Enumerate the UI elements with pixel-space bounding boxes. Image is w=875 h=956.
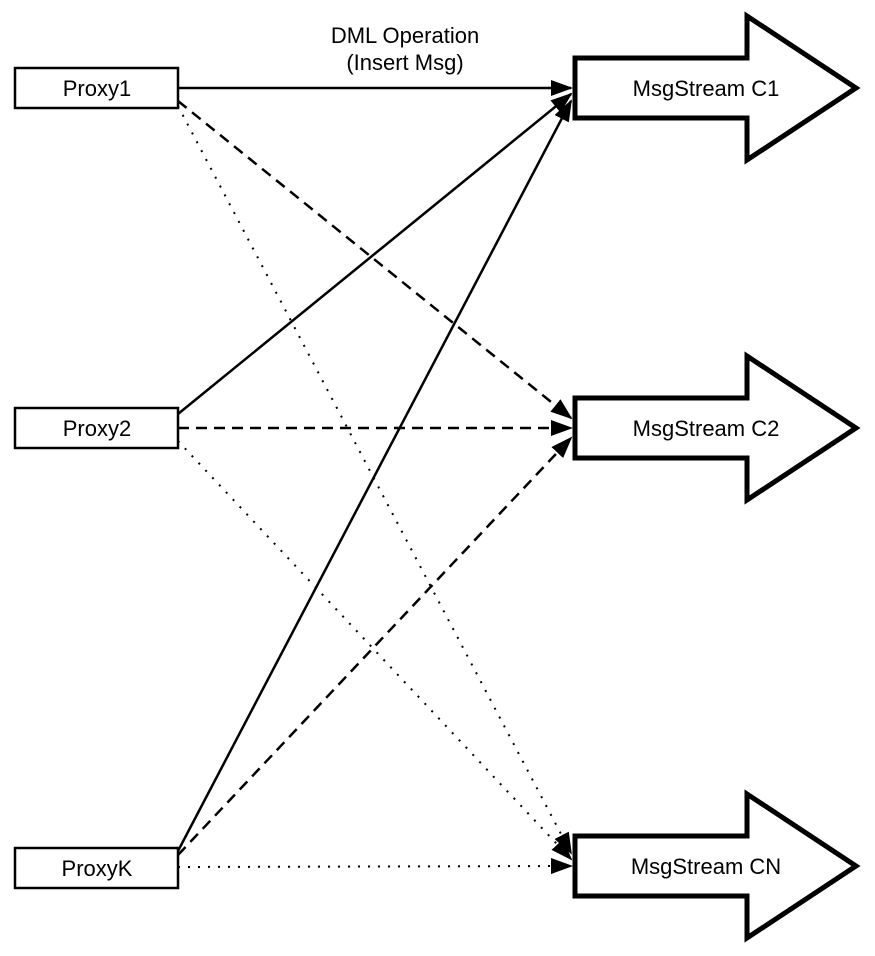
- node-proxy2: Proxy2: [13, 406, 180, 450]
- msgstream-cn-arrow-shape: [572, 789, 861, 943]
- edge-proxyk-to-cn: [177, 858, 573, 875]
- msgstream-cn-label: MsgStream CN: [631, 854, 781, 879]
- proxyk-box: [13, 846, 180, 890]
- msgstream-c1-label: MsgStream C1: [633, 76, 780, 101]
- dml-operation-label-line1: DML Operation: [331, 23, 479, 48]
- node-msgstream-cn: MsgStream CN: [572, 789, 861, 943]
- dml-operation-label-line2: (Insert Msg): [346, 50, 463, 75]
- proxy2-label: Proxy2: [63, 416, 131, 441]
- proxy1-label: Proxy1: [63, 76, 131, 101]
- node-proxy1: Proxy1: [13, 66, 180, 110]
- edge-proxy2-to-c1: [177, 92, 573, 415]
- msgstream-c2-arrow-shape: [572, 351, 861, 505]
- edges: [176, 80, 573, 875]
- msgstream-c1-arrow-shape: [572, 11, 861, 165]
- edge-proxy2-to-cn: [177, 440, 573, 861]
- proxyk-label: ProxyK: [62, 856, 133, 881]
- node-msgstream-c2: MsgStream C2: [572, 351, 861, 505]
- edge-proxyk-to-c1: [176, 99, 573, 852]
- node-msgstream-c1: MsgStream C1: [572, 11, 861, 165]
- edge-proxy1-to-c2: [177, 100, 573, 420]
- msgstream-c2-label: MsgStream C2: [633, 416, 780, 441]
- edge-annotation: DML Operation (Insert Msg): [331, 23, 479, 75]
- node-proxyk: ProxyK: [13, 846, 180, 890]
- edge-proxy1-to-cn: [177, 105, 572, 855]
- proxy2-box: [13, 406, 180, 450]
- proxy1-box: [13, 66, 180, 110]
- edge-proxyk-to-c2: [177, 436, 573, 856]
